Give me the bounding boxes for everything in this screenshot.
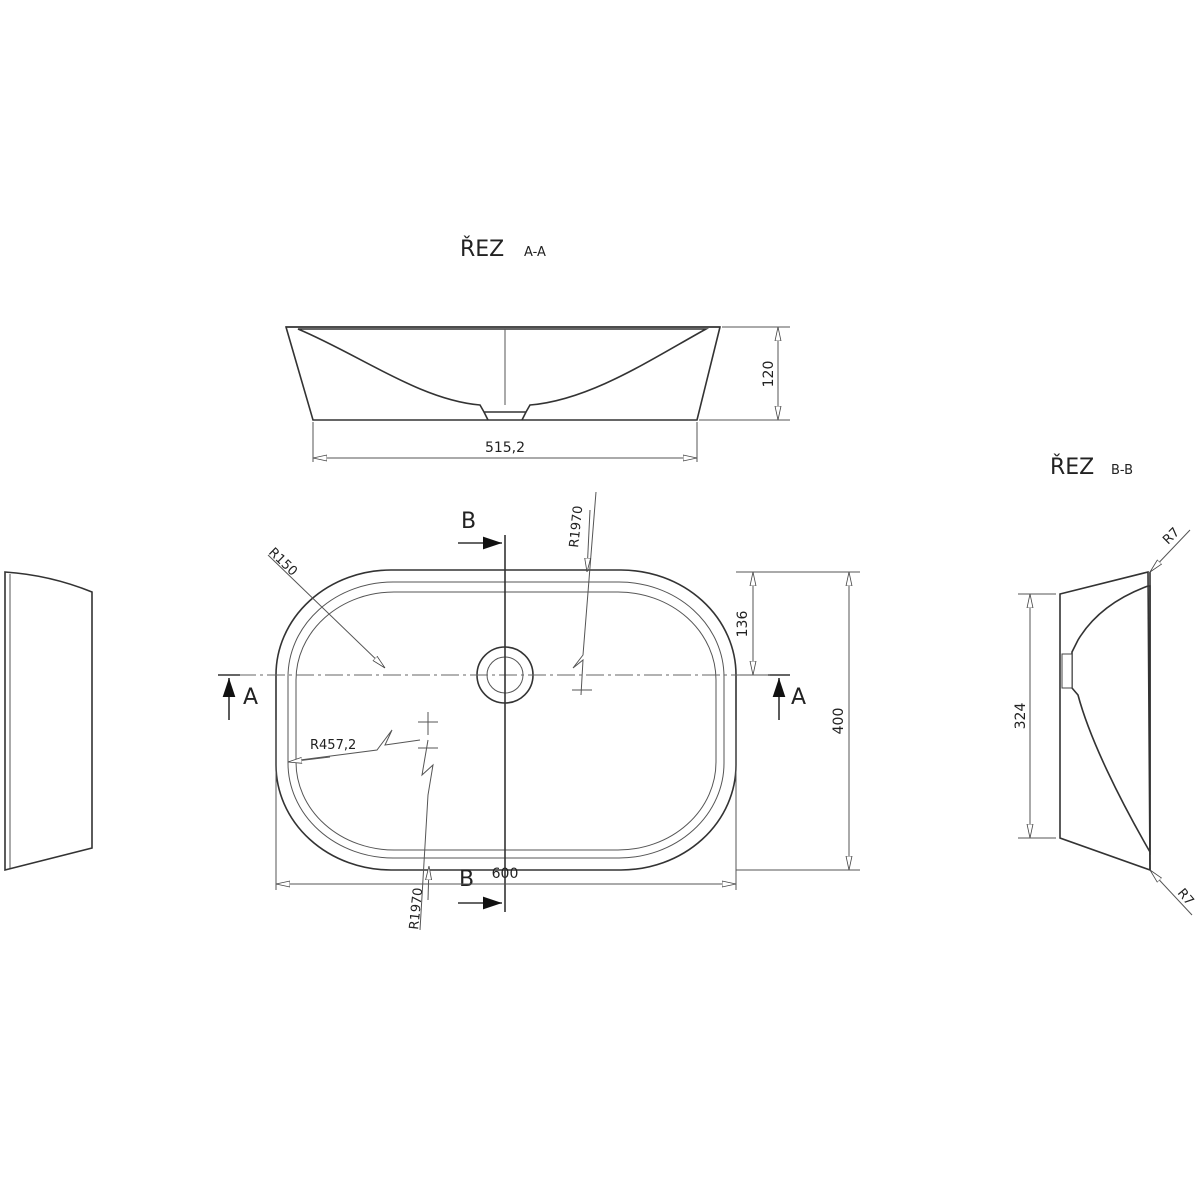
plan-view: A A B B R150 R1970 R1970 R457,2 136 xyxy=(218,491,860,930)
section-b-b: ŘEZ B-B 324 R7 R7 xyxy=(1013,454,1197,916)
dim-515-2: 515,2 xyxy=(485,440,525,456)
dim-r7-bottom: R7 xyxy=(1174,886,1197,909)
dim-120: 120 xyxy=(761,361,777,388)
dim-r1970-bottom: R1970 xyxy=(407,887,426,930)
dim-400: 400 xyxy=(831,708,847,735)
dim-r457-2: R457,2 xyxy=(310,738,356,753)
section-a-a: ŘEZ A-A 120 515,2 xyxy=(284,236,790,462)
cut-b-top: B xyxy=(461,509,476,534)
section-bb-suffix: B-B xyxy=(1111,463,1133,478)
dim-600: 600 xyxy=(492,866,519,882)
dim-r1970-top: R1970 xyxy=(567,505,586,548)
cut-b-bottom: B xyxy=(459,867,474,892)
side-view xyxy=(4,571,93,872)
dim-324: 324 xyxy=(1013,703,1029,730)
section-bb-title: ŘEZ xyxy=(1050,454,1094,480)
cut-a-right: A xyxy=(791,685,806,710)
section-aa-hatch xyxy=(284,326,722,421)
dim-r7-top: R7 xyxy=(1160,525,1183,548)
dim-r150: R150 xyxy=(265,545,300,579)
cut-a-left: A xyxy=(243,685,258,710)
section-aa-title: ŘEZ xyxy=(460,236,504,262)
section-aa-suffix: A-A xyxy=(524,245,546,260)
dim-136: 136 xyxy=(735,611,751,638)
